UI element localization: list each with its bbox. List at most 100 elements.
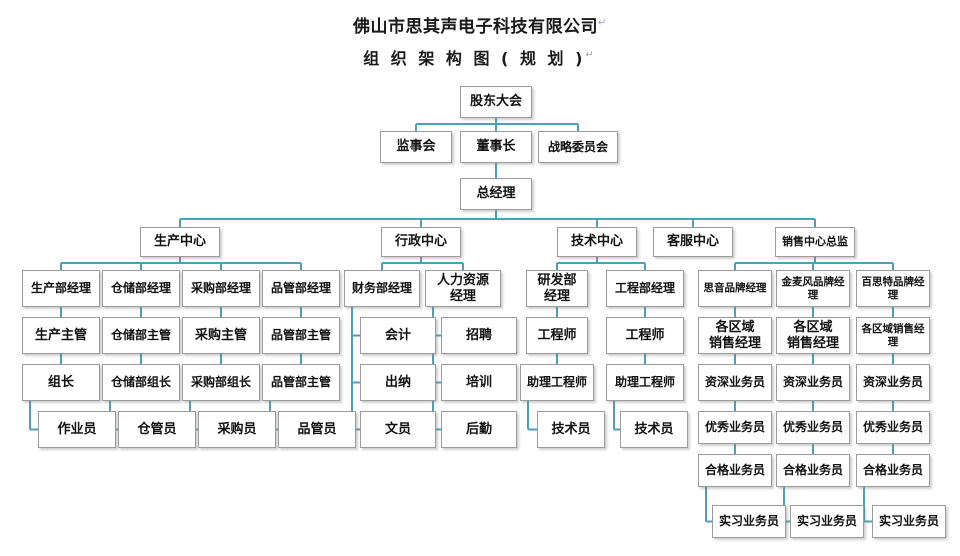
org-node-t1d[interactable]: 技术员 <box>537 411 605 448</box>
company-title-text: 佛山市思其声电子科技有限公司 <box>353 17 599 37</box>
org-node-label: 作业员 <box>57 421 97 437</box>
org-node-p1a[interactable]: 生产部经理 <box>22 270 100 307</box>
org-node-p2b[interactable]: 仓储部主管 <box>102 317 180 354</box>
org-node-label: 研发部经理 <box>537 273 577 304</box>
org-node-label: 工程师 <box>537 327 577 343</box>
org-node-d3[interactable]: 技术中心 <box>557 227 637 257</box>
page-title: 佛山市思其声电子科技有限公司↵ <box>0 12 960 37</box>
org-node-n2[interactable]: 董事长 <box>460 131 532 163</box>
org-node-label: 仓储部经理 <box>110 281 171 296</box>
org-node-s3b[interactable]: 各区域销售经理 <box>856 317 930 354</box>
page-subtitle: 组 织 架 构 图 ( 规 划 )↵ <box>0 45 960 69</box>
org-node-a1c[interactable]: 出纳 <box>360 364 436 401</box>
org-node-s2c[interactable]: 资深业务员 <box>776 364 850 401</box>
org-node-p2d[interactable]: 仓管员 <box>118 411 196 448</box>
org-node-t2d[interactable]: 技术员 <box>620 411 688 448</box>
org-node-p3c[interactable]: 采购部组长 <box>182 364 260 401</box>
org-node-label: 资深业务员 <box>862 375 923 390</box>
paragraph-mark-icon: ↵ <box>598 17 607 29</box>
org-node-t2b[interactable]: 工程师 <box>606 317 684 354</box>
org-node-label: 客服中心 <box>666 234 719 250</box>
org-node-p2a[interactable]: 仓储部经理 <box>102 270 180 307</box>
org-node-a2a[interactable]: 人力资源经理 <box>425 270 501 307</box>
org-node-label: 品管部主管 <box>270 328 331 343</box>
org-node-d2[interactable]: 行政中心 <box>381 227 461 257</box>
org-node-n1[interactable]: 监事会 <box>380 131 452 163</box>
org-node-s1b[interactable]: 各区域销售经理 <box>698 317 772 354</box>
org-node-s1c[interactable]: 资深业务员 <box>698 364 772 401</box>
org-node-p1d[interactable]: 作业员 <box>38 411 116 448</box>
org-node-label: 采购员 <box>217 421 257 437</box>
org-node-p3b[interactable]: 采购主管 <box>182 317 260 354</box>
org-node-label: 仓储部组长 <box>110 375 171 390</box>
org-node-p4b[interactable]: 品管部主管 <box>262 317 340 354</box>
org-node-s3c[interactable]: 资深业务员 <box>856 364 930 401</box>
org-node-t2a[interactable]: 工程部经理 <box>606 270 684 307</box>
org-node-a1d[interactable]: 文员 <box>360 411 436 448</box>
org-node-label: 合格业务员 <box>862 463 923 478</box>
org-node-s1d[interactable]: 优秀业务员 <box>698 411 772 444</box>
org-node-label: 优秀业务员 <box>704 420 765 435</box>
org-node-label: 后勤 <box>465 421 492 437</box>
org-node-label: 出纳 <box>384 374 411 390</box>
org-node-p3a[interactable]: 采购部经理 <box>182 270 260 307</box>
org-node-p1b[interactable]: 生产主管 <box>22 317 100 354</box>
org-node-s3a[interactable]: 百思特品牌经理 <box>856 270 930 307</box>
org-node-label: 实习业务员 <box>878 514 939 529</box>
org-node-s1a[interactable]: 思音品牌经理 <box>698 270 772 307</box>
org-node-p1c[interactable]: 组长 <box>22 364 100 401</box>
org-node-s2a[interactable]: 金麦风品牌经理 <box>776 270 850 307</box>
org-node-p4c[interactable]: 品管部主管 <box>262 364 340 401</box>
org-node-s1e[interactable]: 合格业务员 <box>698 454 772 487</box>
org-node-label: 仓管员 <box>137 421 177 437</box>
org-node-p4d[interactable]: 品管员 <box>278 411 356 448</box>
org-node-a2b[interactable]: 招聘 <box>441 317 517 354</box>
org-node-label: 培训 <box>465 374 492 390</box>
org-node-label: 采购主管 <box>194 327 247 343</box>
org-node-label: 组长 <box>47 374 74 390</box>
org-node-s3f[interactable]: 实习业务员 <box>872 505 946 538</box>
org-node-label: 工程师 <box>625 327 665 343</box>
org-node-label: 生产中心 <box>153 234 206 250</box>
org-node-a2c[interactable]: 培训 <box>441 364 517 401</box>
org-node-t1a[interactable]: 研发部经理 <box>526 270 588 307</box>
org-node-label: 合格业务员 <box>704 463 765 478</box>
org-node-s2d[interactable]: 优秀业务员 <box>776 411 850 444</box>
org-node-s2f[interactable]: 实习业务员 <box>790 505 864 538</box>
org-node-label: 助理工程师 <box>614 375 675 390</box>
org-node-d1[interactable]: 生产中心 <box>140 227 220 257</box>
org-node-s1f[interactable]: 实习业务员 <box>712 505 786 538</box>
org-node-n4[interactable]: 总经理 <box>460 178 532 210</box>
paragraph-mark-icon-2: ↵ <box>585 49 597 61</box>
org-node-a1a[interactable]: 财务部经理 <box>344 270 420 307</box>
org-node-label: 董事长 <box>476 139 516 155</box>
org-node-s3e[interactable]: 合格业务员 <box>856 454 930 487</box>
org-node-d5[interactable]: 销售中心总监 <box>775 227 855 257</box>
org-node-label: 采购部经理 <box>190 281 251 296</box>
org-node-s2e[interactable]: 合格业务员 <box>776 454 850 487</box>
org-node-t1c[interactable]: 助理工程师 <box>520 364 594 401</box>
org-node-t1b[interactable]: 工程师 <box>526 317 588 354</box>
org-node-p3d[interactable]: 采购员 <box>198 411 276 448</box>
org-node-n0[interactable]: 股东大会 <box>460 86 532 118</box>
org-node-label: 总经理 <box>476 186 516 202</box>
org-node-label: 各区域销售经理 <box>786 320 839 351</box>
org-node-s3d[interactable]: 优秀业务员 <box>856 411 930 444</box>
org-node-n3[interactable]: 战略委员会 <box>538 131 618 163</box>
org-node-p4a[interactable]: 品管部经理 <box>262 270 340 307</box>
org-node-label: 金麦风品牌经理 <box>781 276 845 301</box>
org-node-d4[interactable]: 客服中心 <box>653 227 733 257</box>
org-node-label: 行政中心 <box>394 234 447 250</box>
org-node-t2c[interactable]: 助理工程师 <box>606 364 684 401</box>
org-node-s2b[interactable]: 各区域销售经理 <box>776 317 850 354</box>
org-node-label: 会计 <box>384 327 411 343</box>
org-node-a2d[interactable]: 后勤 <box>441 411 517 448</box>
org-node-label: 实习业务员 <box>796 514 857 529</box>
org-node-label: 各区域销售经理 <box>708 320 761 351</box>
org-node-a1b[interactable]: 会计 <box>360 317 436 354</box>
org-node-label: 百思特品牌经理 <box>861 276 925 301</box>
org-node-p2c[interactable]: 仓储部组长 <box>102 364 180 401</box>
org-node-label: 资深业务员 <box>782 375 843 390</box>
